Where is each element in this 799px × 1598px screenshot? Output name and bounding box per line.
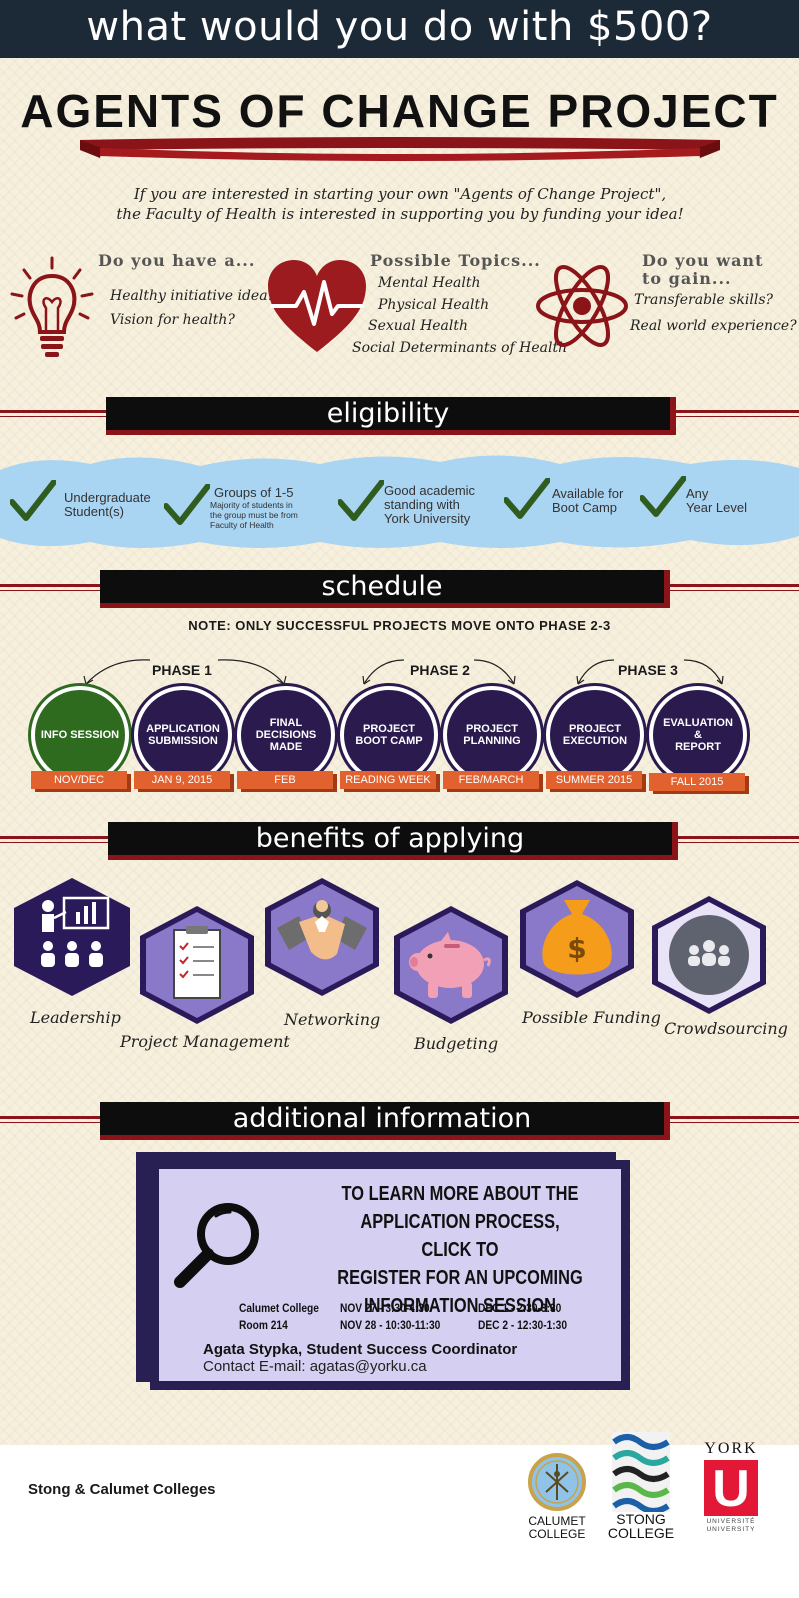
col-left-heading: Do you have a... <box>98 251 256 270</box>
eligibility-item: Available for Boot Camp <box>552 486 624 515</box>
intro-text: If you are interested in starting your o… <box>80 184 720 224</box>
section-header-benefits: benefits of applying <box>108 822 678 860</box>
schedule-date: READING WEEK <box>340 771 436 789</box>
phase-label: PHASE 2 <box>410 662 470 678</box>
benefit-label: Possible Funding <box>522 1008 661 1027</box>
intro-line-1: If you are interested in starting your o… <box>133 185 667 203</box>
col-right-heading-2: to gain... <box>642 269 732 288</box>
schedule-note: NOTE: ONLY SUCCESSFUL PROJECTS MOVE ONTO… <box>188 618 611 633</box>
check-icon <box>10 480 56 521</box>
atom-icon <box>536 265 628 347</box>
schedule-date: NOV/DEC <box>31 771 127 789</box>
contact-name: Agata Stypka, Student Success Coordinato… <box>203 1341 518 1358</box>
col-mid-heading: Possible Topics... <box>370 251 541 270</box>
heart-icon <box>268 260 366 352</box>
money-bag-icon: $ <box>520 880 634 998</box>
info-date: NOV 28 - 10:30-11:30 <box>340 1318 441 1332</box>
stong-logo <box>612 1432 670 1512</box>
info-date: NOV 27 - 3:30-4:30 <box>340 1301 430 1315</box>
benefit-label: Networking <box>284 1010 381 1029</box>
york-logo: U <box>704 1460 758 1518</box>
top-banner: what would you do with $500? <box>0 0 799 58</box>
check-icon <box>640 476 686 517</box>
leadership-icon <box>14 878 130 996</box>
check-icon <box>338 480 384 521</box>
phase-arrows <box>83 659 724 685</box>
schedule-date: JAN 9, 2015 <box>134 771 230 789</box>
eligibility-item: Good academic standing with York Univers… <box>384 483 476 526</box>
handshake-icon <box>265 878 379 996</box>
benefit-label: Leadership <box>30 1008 121 1027</box>
magnifier-icon <box>174 1203 259 1288</box>
section-header-eligibility: eligibility <box>106 397 676 435</box>
crowdsourcing-icon <box>652 896 766 1014</box>
eligibility-item: Any Year Level <box>686 486 747 515</box>
schedule-date: FEB/MARCH <box>443 771 539 789</box>
check-icon <box>504 478 550 519</box>
info-location: Calumet College <box>239 1301 319 1315</box>
calumet-logo <box>528 1453 586 1511</box>
info-headline[interactable]: TO LEARN MORE ABOUT THE APPLICATION PROC… <box>337 1183 583 1317</box>
topic-item: Mental Health <box>378 275 481 291</box>
benefit-label: Crowdsourcing <box>664 1019 788 1038</box>
topic-item: Sexual Health <box>368 318 469 334</box>
lightbulb-icon <box>10 256 94 357</box>
info-date: DEC 2 - 12:30-1:30 <box>478 1318 568 1332</box>
col-left-item: Healthy initiative idea? <box>110 288 276 304</box>
info-box[interactable] <box>150 1160 630 1390</box>
banner-question: what would you do with $500? <box>86 4 713 50</box>
section-header-schedule: schedule <box>100 570 670 608</box>
phase-label: PHASE 3 <box>618 662 678 678</box>
section-header-additional: additional information <box>100 1102 670 1140</box>
schedule-step-info-session: INFO SESSION <box>31 686 129 784</box>
topic-item: Social Determinants of Health <box>352 340 568 356</box>
contact-email[interactable]: Contact E-mail: agatas@yorku.ca <box>203 1358 427 1375</box>
schedule-date: FALL 2015 <box>649 773 745 791</box>
schedule-date: SUMMER 2015 <box>546 771 642 789</box>
footer-colleges: Stong & Calumet Colleges <box>28 1481 216 1498</box>
footer <box>0 1445 799 1598</box>
intro-line-2: the Faculty of Health is interested in s… <box>116 205 684 223</box>
benefit-label: Project Management <box>120 1032 290 1051</box>
schedule-date: FEB <box>237 771 333 789</box>
title-ribbon <box>80 137 720 161</box>
svg-text:$: $ <box>567 932 586 965</box>
col-right-item: Real world experience? <box>630 318 797 334</box>
page-title: AGENTS OF CHANGE PROJECT <box>20 85 779 137</box>
eligibility-cloud <box>0 455 799 548</box>
info-date: DEC 1 - 2:30-3:30 <box>478 1301 562 1315</box>
check-icon <box>164 484 210 525</box>
col-right-heading-1: Do you want <box>642 251 764 270</box>
schedule-step-evaluation: EVALUATION&REPORT <box>649 686 747 784</box>
eligibility-item: Groups of 1-5 Majority of students in th… <box>210 485 298 531</box>
benefit-label: Budgeting <box>414 1034 499 1053</box>
topic-item: Physical Health <box>378 297 490 313</box>
eligibility-item: Undergraduate Student(s) <box>64 490 151 519</box>
col-left-item: Vision for health? <box>110 312 235 328</box>
project-management-icon <box>140 906 254 1024</box>
phase-label: PHASE 1 <box>152 662 212 678</box>
info-location: Room 214 <box>239 1318 288 1332</box>
york-word: YORK <box>704 1440 758 1457</box>
col-right-item: Transferable skills? <box>634 292 774 308</box>
piggy-bank-icon <box>394 906 508 1024</box>
